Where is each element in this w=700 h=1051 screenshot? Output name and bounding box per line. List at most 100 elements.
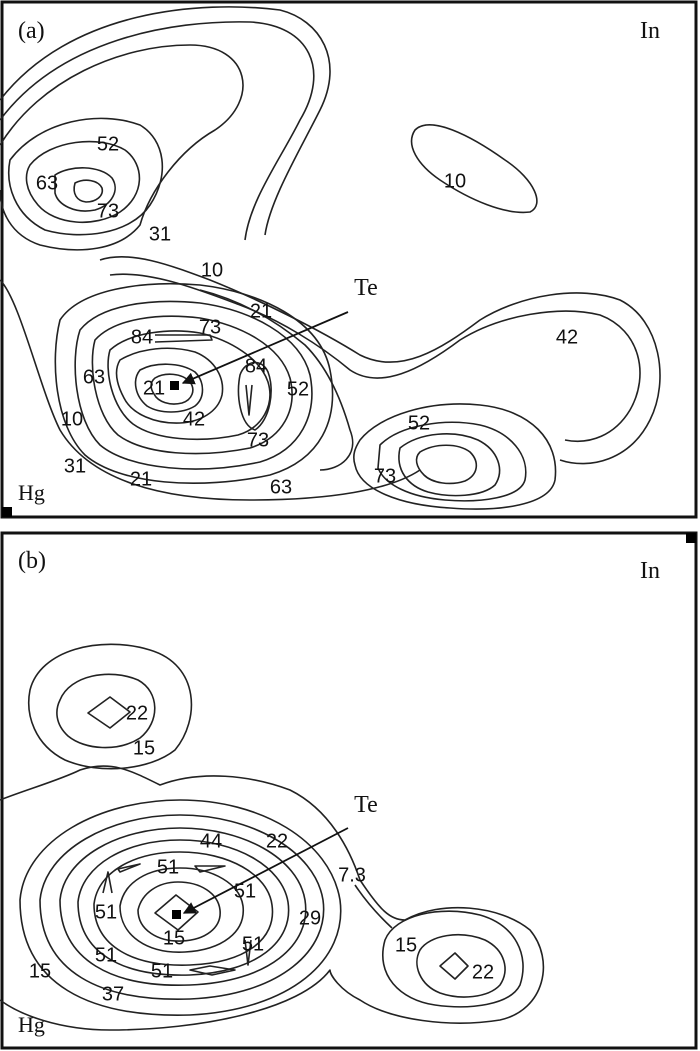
contour-line xyxy=(74,300,313,470)
contour-label: 22 xyxy=(126,702,148,724)
contour-line xyxy=(415,444,478,485)
contour-line xyxy=(398,433,501,497)
contour-line xyxy=(107,330,271,441)
contour-label: 21 xyxy=(250,300,272,322)
panel-b-corner-hg: Hg xyxy=(18,1012,45,1037)
contour-label: 10 xyxy=(61,408,83,430)
contour-line xyxy=(56,673,156,749)
contour-line xyxy=(237,361,272,431)
contour-label: 84 xyxy=(131,326,153,348)
contour-label: 51 xyxy=(151,960,173,982)
contour-line xyxy=(39,814,325,1000)
panel-b-te-arrow xyxy=(182,827,349,914)
contour-line xyxy=(8,117,164,236)
contour-line xyxy=(353,403,557,510)
panel-b-frame xyxy=(0,531,698,1050)
contour-line xyxy=(93,851,274,966)
contour-label: 29 xyxy=(299,907,321,929)
panel-a-frame xyxy=(0,0,698,519)
contour-label: 73 xyxy=(374,465,396,487)
contour-label: 42 xyxy=(556,326,578,348)
contour-line xyxy=(77,839,290,976)
contour-label: 15 xyxy=(163,927,185,949)
contour-label: 44 xyxy=(200,830,222,852)
contour-label: 73 xyxy=(199,316,221,338)
panel-b xyxy=(0,531,698,1050)
contour-label: 51 xyxy=(95,944,117,966)
contour-label: 10 xyxy=(444,170,466,192)
contour-line xyxy=(59,827,307,986)
panel-a-corner-marker xyxy=(2,507,12,517)
contour-label: 52 xyxy=(408,412,430,434)
contour-line xyxy=(189,965,236,976)
contour-line xyxy=(54,282,334,484)
contour-label: 31 xyxy=(149,223,171,245)
contour-line xyxy=(244,939,252,966)
contour-line xyxy=(150,373,194,405)
contour-line xyxy=(154,894,199,931)
contour-label: 63 xyxy=(83,366,105,388)
panel-b-te-label: Te xyxy=(354,792,378,818)
contour-line xyxy=(0,6,331,236)
contour-label: 52 xyxy=(287,378,309,400)
contour-label: 42 xyxy=(183,408,205,430)
panel-a-corner-in: In xyxy=(640,18,660,44)
contour-line xyxy=(439,952,469,980)
contour-line xyxy=(154,334,213,343)
panel-b-contour-labels: 22 15 44 22 51 7.3 51 51 15 29 51 51 15 … xyxy=(29,702,494,1005)
contour-line xyxy=(115,347,224,424)
panel-a-te-site xyxy=(170,381,179,390)
contour-line xyxy=(0,21,315,241)
panel-b-label: (b) xyxy=(18,548,46,574)
contour-label: 22 xyxy=(266,830,288,852)
contour-line xyxy=(416,934,506,998)
panel-a xyxy=(0,0,698,519)
contour-line xyxy=(0,279,421,501)
contour-line xyxy=(25,140,141,224)
panel-b-te-site xyxy=(172,910,181,919)
contour-line xyxy=(194,865,226,873)
contour-line xyxy=(410,124,538,214)
contour-label: 31 xyxy=(64,455,86,477)
contour-line xyxy=(134,363,204,413)
contour-label: 15 xyxy=(133,737,155,759)
contour-label: 73 xyxy=(247,429,269,451)
contour-line xyxy=(245,384,253,416)
contour-label: 7.3 xyxy=(338,864,366,886)
contour-line xyxy=(137,881,221,942)
contour-line xyxy=(87,696,131,729)
contour-line xyxy=(99,256,661,465)
contour-label: 51 xyxy=(242,933,264,955)
contour-line xyxy=(102,871,113,894)
contour-label: 15 xyxy=(395,934,417,956)
panel-b-corner-in: In xyxy=(640,558,660,584)
contour-line xyxy=(0,44,244,251)
contour-label: 52 xyxy=(97,133,119,155)
contour-label: 22 xyxy=(472,961,494,983)
contour-label: 10 xyxy=(201,259,223,281)
contour-label: 51 xyxy=(157,856,179,878)
contour-label: 51 xyxy=(234,880,256,902)
contour-line xyxy=(354,884,393,929)
panel-a-te-label: Te xyxy=(354,275,378,301)
contour-label: 84 xyxy=(245,355,267,377)
contour-line xyxy=(28,643,193,770)
contour-line xyxy=(91,315,293,455)
panel-a-contour-labels: 52 63 73 10 31 10 21 84 73 42 63 21 84 5… xyxy=(36,133,578,498)
contour-label: 37 xyxy=(102,983,124,1005)
contour-label: 21 xyxy=(143,377,165,399)
contour-line xyxy=(117,863,141,873)
panel-a-te-arrow xyxy=(181,311,349,385)
contour-label: 63 xyxy=(36,172,58,194)
contour-line xyxy=(199,289,354,471)
contour-line xyxy=(73,179,104,203)
contour-line xyxy=(54,167,116,212)
contour-label: 63 xyxy=(270,476,292,498)
contour-label: 15 xyxy=(29,960,51,982)
contour-label: 21 xyxy=(130,468,152,490)
contour-label: 51 xyxy=(95,901,117,923)
panel-b-corner-marker xyxy=(686,533,696,543)
panel-a-corner-hg: Hg xyxy=(18,480,45,505)
panel-a-label: (a) xyxy=(18,18,45,44)
